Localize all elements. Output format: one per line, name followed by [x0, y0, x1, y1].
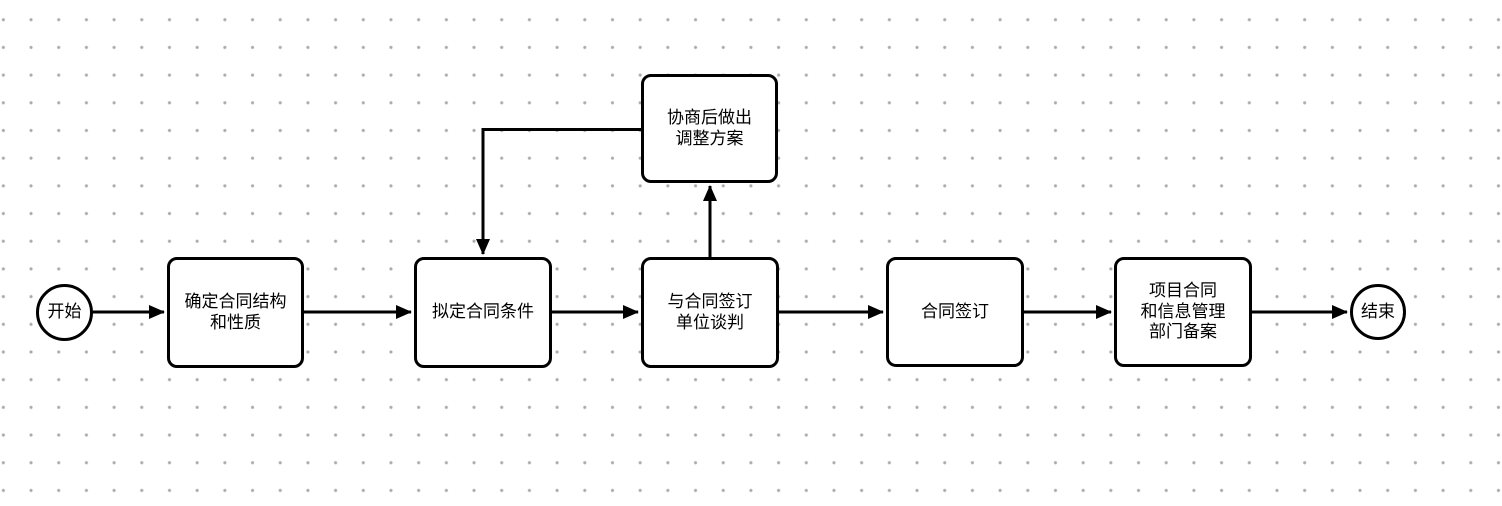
node-contract-signing[interactable]: 合同签订: [886, 257, 1024, 367]
node-start-label: 开始: [47, 302, 82, 322]
node-adjustment-plan-after-negotiation-label: 协商后做出 调整方案: [667, 107, 752, 148]
node-filing-with-contract-info-departments-label: 项目合同 和信息管理 部门备案: [1140, 280, 1226, 342]
node-determine-contract-structure[interactable]: 确定合同结构 和性质: [167, 257, 304, 368]
node-determine-contract-structure-label: 确定合同结构 和性质: [184, 291, 287, 332]
node-negotiate-with-signing-unit[interactable]: 与合同签订 单位谈判: [641, 257, 779, 368]
node-end[interactable]: 结束: [1350, 284, 1406, 340]
node-contract-signing-label: 合同签订: [921, 301, 989, 321]
connector-adjustment-to-draft[interactable]: [476, 128, 641, 255]
node-draft-contract-terms-label: 拟定合同条件: [432, 302, 534, 322]
node-start[interactable]: 开始: [36, 284, 93, 341]
node-adjustment-plan-after-negotiation[interactable]: 协商后做出 调整方案: [641, 74, 778, 183]
node-end-label: 结束: [1361, 301, 1395, 321]
node-negotiate-with-signing-unit-label: 与合同签订 单位谈判: [667, 291, 753, 332]
node-draft-contract-terms[interactable]: 拟定合同条件: [414, 257, 552, 368]
node-filing-with-contract-info-departments[interactable]: 项目合同 和信息管理 部门备案: [1114, 257, 1252, 367]
